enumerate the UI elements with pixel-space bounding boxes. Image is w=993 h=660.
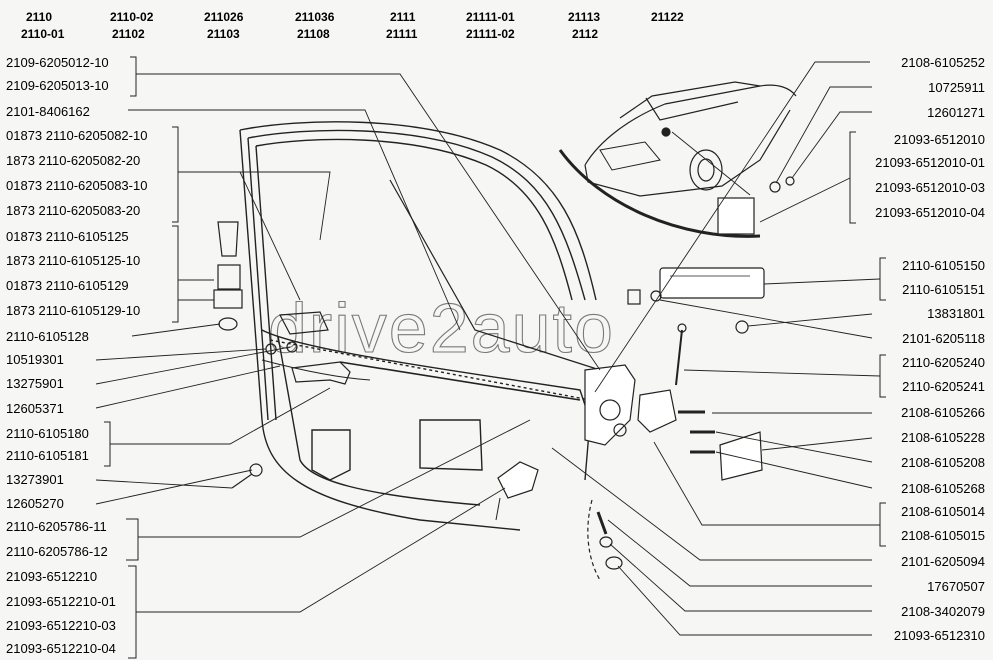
outer-handle bbox=[659, 267, 765, 299]
model-code: 21103 bbox=[207, 27, 240, 41]
part-label: 1873 2110-6205083-20 bbox=[6, 203, 140, 218]
model-code: 211036 bbox=[295, 10, 335, 24]
model-code: 21111-01 bbox=[466, 10, 515, 24]
part-label: 2110-6205241 bbox=[902, 379, 985, 394]
part-label: 21093-6512010 bbox=[894, 132, 985, 147]
washer bbox=[785, 176, 795, 186]
part-label: 10725911 bbox=[928, 80, 985, 95]
part-label: 12605371 bbox=[6, 401, 64, 416]
leader-lines bbox=[95, 61, 881, 636]
nut bbox=[769, 181, 781, 193]
washer bbox=[218, 317, 238, 331]
part-label: 2110-6105180 bbox=[6, 426, 89, 441]
part-label: 2109-6205013-10 bbox=[6, 78, 109, 93]
lock-rotor bbox=[613, 423, 627, 437]
lock-rod bbox=[389, 179, 601, 371]
screw bbox=[596, 511, 608, 535]
part-label: 2108-3402079 bbox=[901, 604, 985, 619]
model-code: 2110-01 bbox=[21, 27, 65, 41]
part-label: 10519301 bbox=[6, 352, 64, 367]
lock-motor bbox=[497, 461, 539, 499]
model-header: 2110 2110-01 2110-02 21102 211026 21103 … bbox=[21, 10, 684, 41]
part-label: 2109-6205012-10 bbox=[6, 55, 109, 70]
rod-clip bbox=[677, 323, 687, 333]
part-label: 21093-6512010-04 bbox=[875, 205, 985, 220]
part-label: 21093-6512210 bbox=[6, 569, 97, 584]
part-label: 01873 2110-6205083-10 bbox=[6, 178, 147, 193]
model-code: 2111 bbox=[390, 10, 416, 24]
lock-rod bbox=[339, 361, 581, 401]
part-label: 2101-6205118 bbox=[902, 331, 985, 346]
model-code: 21108 bbox=[297, 27, 330, 41]
part-label: 2108-6105014 bbox=[901, 504, 985, 519]
door-frame bbox=[239, 121, 597, 531]
parts bbox=[213, 176, 795, 581]
striker bbox=[637, 389, 677, 433]
part-label: 2110-6105128 bbox=[6, 329, 89, 344]
part-label: 21093-6512210-01 bbox=[6, 594, 116, 609]
part-label: 12605270 bbox=[6, 496, 64, 511]
part-label: 21093-6512310 bbox=[894, 628, 985, 643]
part-label: 2108-6105228 bbox=[901, 430, 985, 445]
control-unit bbox=[717, 197, 755, 235]
model-code: 2110-02 bbox=[110, 10, 154, 24]
clip bbox=[627, 289, 641, 305]
part-label: 2110-6205240 bbox=[902, 355, 985, 370]
part-label: 13831801 bbox=[927, 306, 985, 321]
part-label: 01873 2110-6105129 bbox=[6, 278, 129, 293]
actuator-rod bbox=[675, 329, 683, 386]
part-label: 2108-6105266 bbox=[901, 405, 985, 420]
model-code: 2110 bbox=[26, 10, 52, 24]
part-label: 1873 2110-6105129-10 bbox=[6, 303, 140, 318]
part-label: 2108-6105252 bbox=[901, 55, 985, 70]
part-label: 2110-6205786-11 bbox=[6, 519, 107, 534]
left-labels: 2109-6205012-10 2109-6205013-10 2101-840… bbox=[6, 55, 147, 656]
part-label: 21093-6512010-03 bbox=[875, 180, 985, 195]
hinge-pin bbox=[217, 221, 239, 257]
nut bbox=[735, 320, 749, 334]
part-label: 2101-6205094 bbox=[901, 554, 985, 569]
hinge-bushing bbox=[217, 264, 241, 290]
part-label: 2108-6105015 bbox=[901, 528, 985, 543]
watermark: drive2auto bbox=[268, 289, 615, 367]
model-code: 21122 bbox=[651, 10, 684, 24]
model-code: 21102 bbox=[112, 27, 145, 41]
part-label: 2101-8406162 bbox=[6, 104, 90, 119]
part-label: 13275901 bbox=[6, 376, 64, 391]
washer bbox=[599, 536, 613, 548]
part-label: 1873 2110-6105125-10 bbox=[6, 253, 140, 268]
part-label: 2110-6205786-12 bbox=[6, 544, 108, 559]
part-label: 2110-6105151 bbox=[902, 282, 985, 297]
striker-shim bbox=[719, 431, 763, 481]
part-label: 21093-6512210-04 bbox=[6, 641, 116, 656]
model-code: 21111 bbox=[386, 27, 418, 41]
part-label: 21093-6512210-03 bbox=[6, 618, 116, 633]
part-label: 17670507 bbox=[927, 579, 985, 594]
nut bbox=[605, 556, 623, 570]
model-code: 21113 bbox=[568, 10, 600, 24]
model-code: 2112 bbox=[572, 27, 598, 41]
bolt bbox=[678, 410, 715, 454]
part-label: 2108-6105268 bbox=[901, 481, 985, 496]
part-label: 2108-6105208 bbox=[901, 455, 985, 470]
part-label: 13273901 bbox=[6, 472, 64, 487]
hinge-plate bbox=[279, 311, 329, 335]
hinge-bushing bbox=[213, 289, 243, 309]
model-code: 21111-02 bbox=[466, 27, 515, 41]
car-inset bbox=[558, 81, 797, 238]
part-label: 01873 2110-6205082-10 bbox=[6, 128, 147, 143]
part-label: 01873 2110-6105125 bbox=[6, 229, 129, 244]
part-label: 1873 2110-6205082-20 bbox=[6, 153, 140, 168]
washer bbox=[286, 341, 298, 353]
part-label: 21093-6512010-01 bbox=[875, 155, 985, 170]
right-labels: 2108-6105252 10725911 12601271 21093-651… bbox=[875, 55, 985, 643]
lock-body bbox=[584, 364, 636, 446]
model-code: 211026 bbox=[204, 10, 244, 24]
lock-rotor bbox=[599, 399, 621, 421]
part-label: 2110-6105181 bbox=[6, 448, 89, 463]
part-label: 2110-6105150 bbox=[902, 258, 985, 273]
part-label: 12601271 bbox=[927, 105, 985, 120]
screw bbox=[231, 473, 253, 489]
